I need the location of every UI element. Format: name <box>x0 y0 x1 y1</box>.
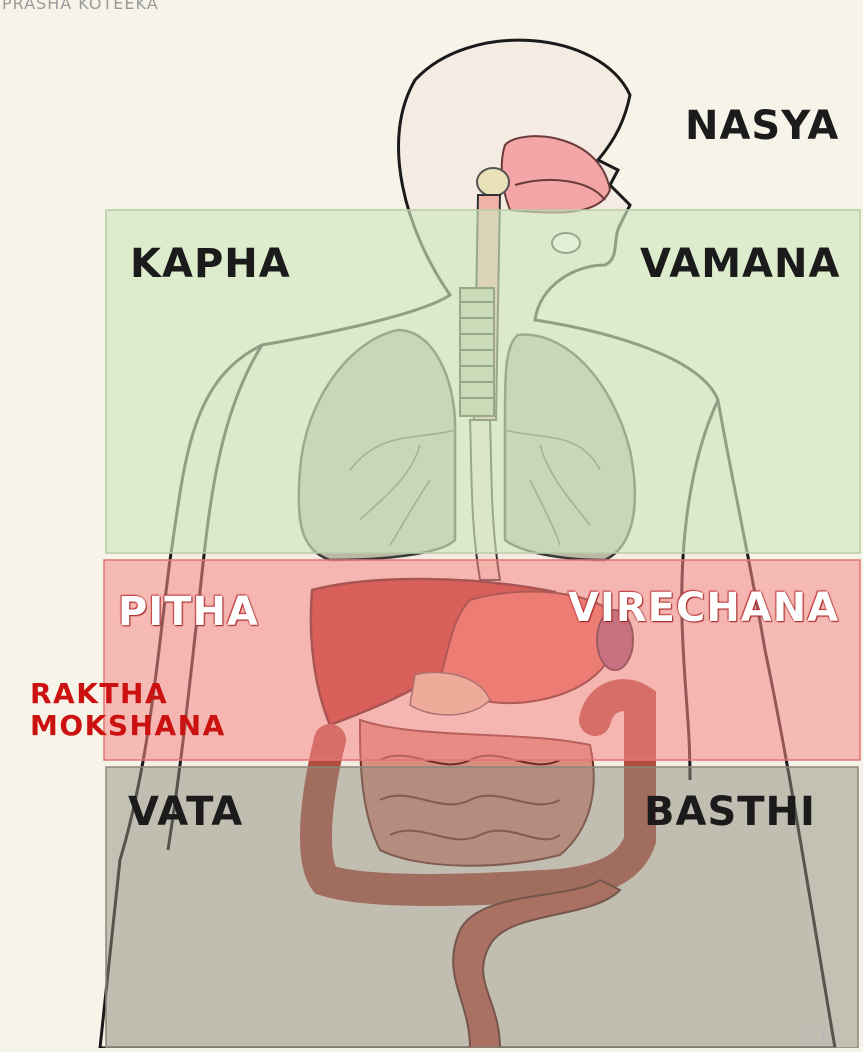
nasya-label: NASYA <box>685 106 839 146</box>
vata-label: VATA <box>128 792 243 832</box>
mokshana-label: MOKSHANA <box>30 712 226 740</box>
credit-text: PRASHA KOTEEKA <box>2 0 159 12</box>
sinus <box>477 168 509 196</box>
kapha-label: KAPHA <box>130 244 291 284</box>
raktha-label: RAKTHA <box>30 680 168 708</box>
basthi-label: BASTHI <box>644 792 816 832</box>
pitha-label: PITHA <box>118 592 259 632</box>
vamana-label: VAMANA <box>640 244 840 284</box>
virechana-label: VIRECHANA <box>568 588 839 628</box>
page-number: 11 <box>800 1024 831 1048</box>
